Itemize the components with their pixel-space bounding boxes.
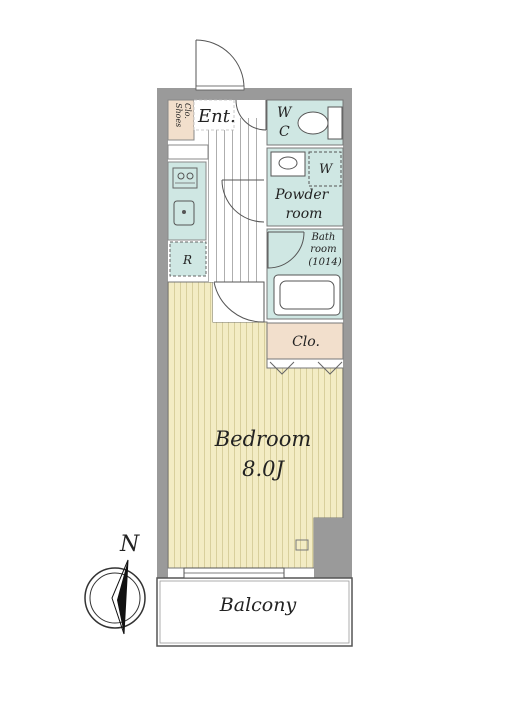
- closet-door-icon: [269, 361, 343, 375]
- bathroom: [266, 228, 344, 320]
- refrigerator-space: [169, 241, 207, 277]
- bath-door-swing: [267, 231, 305, 269]
- powder-room: [266, 147, 344, 227]
- wc-door-swing: [235, 99, 267, 131]
- entrance-door: [195, 39, 245, 91]
- north-compass: [84, 559, 146, 635]
- label-bedroom-size: 8.0J: [242, 457, 285, 481]
- label-balcony: Balcony: [219, 594, 297, 616]
- toilet-icon: [297, 106, 343, 140]
- entrance-floor: [193, 99, 235, 131]
- bedroom-area: [167, 281, 352, 578]
- balcony-window: [183, 567, 285, 579]
- label-powder-room: Powder room: [274, 187, 333, 222]
- label-bath-room: Bath room (1014): [308, 232, 341, 268]
- label-wc-line1: W: [277, 105, 293, 121]
- balcony: [156, 539, 353, 647]
- kitchen-counter: [167, 144, 209, 241]
- compass-needle-icon: [111, 559, 129, 635]
- washer-space: [308, 151, 342, 187]
- wc-room: [266, 99, 344, 146]
- label-bedroom: Bedroom: [214, 427, 312, 451]
- hallway-area: [208, 118, 264, 322]
- label-wc-line2: C: [279, 124, 290, 140]
- shoes-closet: [167, 99, 195, 141]
- label-entrance: Ent.: [197, 106, 236, 127]
- bathtub-icon: [273, 274, 341, 316]
- label-washer: W: [319, 162, 334, 177]
- stove-icon: [172, 167, 198, 189]
- compass-north-label: N: [119, 532, 140, 557]
- kitchen-sink-icon: [173, 200, 195, 226]
- label-refrigerator: R: [182, 253, 192, 267]
- closet: [266, 322, 344, 375]
- label-closet: Clo.: [292, 334, 320, 350]
- powder-door-swing: [221, 179, 265, 223]
- washbasin-icon: [270, 151, 306, 177]
- label-shoes-closet: Shoes Clo.: [174, 103, 192, 130]
- bedroom-door-swing: [213, 281, 265, 323]
